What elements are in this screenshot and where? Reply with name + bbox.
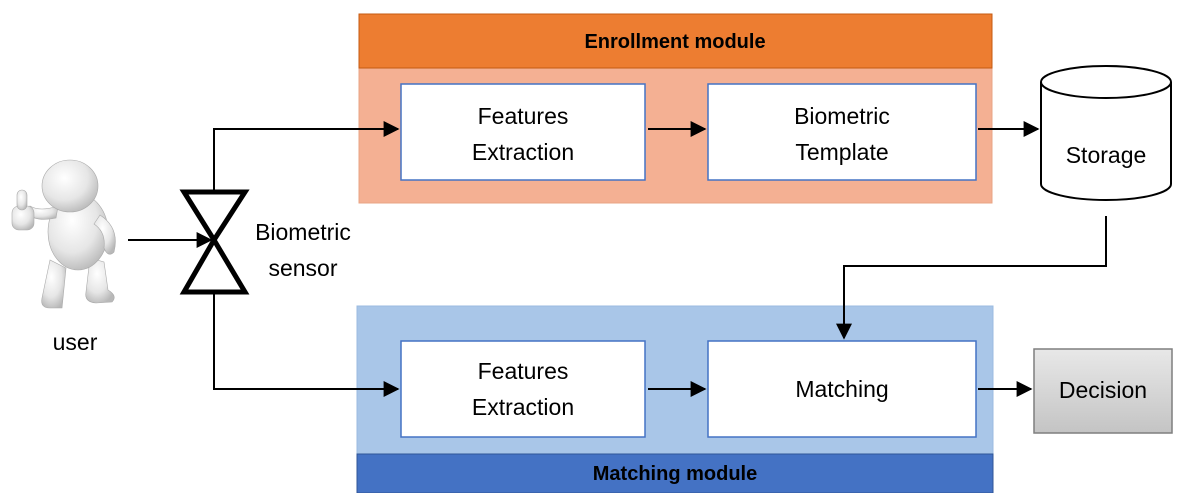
matching-box-label: Matching	[795, 376, 888, 402]
sensor-label-line1: Biometric	[255, 219, 351, 245]
enrollment-module-title: Enrollment module	[584, 31, 765, 53]
matching-features-label-line2: Extraction	[472, 394, 574, 420]
arrow-storage-to-matching	[836, 216, 1107, 340]
biometric-template-label-line1: Biometric	[794, 103, 890, 129]
matching-features-box[interactable]	[400, 340, 646, 438]
storage-label: Storage	[1066, 142, 1147, 168]
arrow-sensor-to-enrollment	[213, 121, 400, 192]
biometric-template-box[interactable]	[707, 83, 977, 181]
storage-cylinder-top	[1040, 65, 1172, 99]
biometric-template-label-line2: Template	[795, 139, 888, 165]
sensor-label-line2: sensor	[268, 255, 337, 281]
storage-cylinder[interactable]: Storage	[1040, 65, 1172, 201]
cylinder-storage-icon	[1040, 82, 1172, 201]
enrollment-module: Enrollment module Features Extraction Bi…	[358, 13, 993, 204]
matching-module-title: Matching module	[593, 463, 757, 485]
matching-module: Matching module Features Extraction Matc…	[356, 305, 994, 493]
enrollment-features-label-line1: Features	[478, 103, 569, 129]
connectors	[128, 121, 1107, 397]
decision-node[interactable]: Decision	[1033, 348, 1173, 434]
thumbs-up-person-icon	[11, 159, 116, 309]
enrollment-module-header	[358, 13, 993, 69]
enrollment-features-label-line2: Extraction	[472, 139, 574, 165]
user-label: user	[53, 329, 98, 355]
decision-label: Decision	[1059, 377, 1147, 403]
matching-features-label-line1: Features	[478, 358, 569, 384]
hourglass-sensor-icon	[179, 189, 250, 295]
matching-box[interactable]	[707, 340, 977, 438]
decision-box	[1033, 348, 1173, 434]
matching-module-header	[356, 453, 994, 493]
arrow-sensor-to-matching	[213, 292, 400, 397]
enrollment-features-box[interactable]	[400, 83, 646, 181]
